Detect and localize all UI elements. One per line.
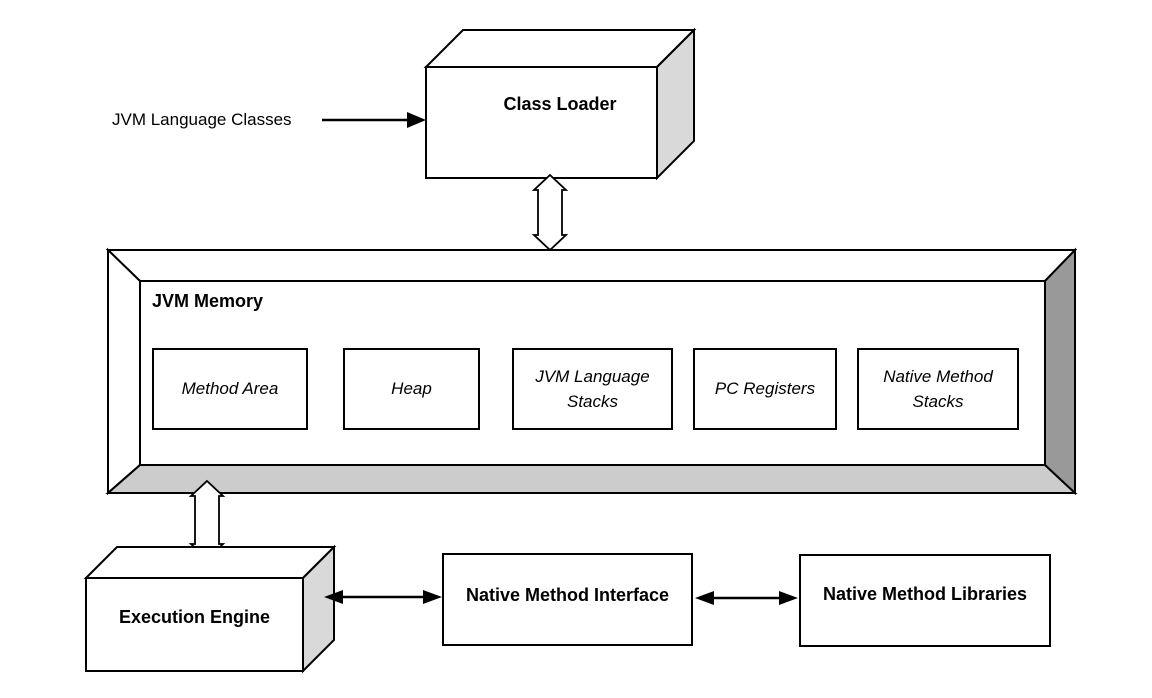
jvm-memory-left-face [107, 247, 141, 496]
native-method-stacks-label: Native Method Stacks [883, 366, 993, 412]
class-loader-box [423, 27, 697, 181]
jvm-language-stacks-label: JVM Language Stacks [535, 366, 650, 412]
loader-memory-double-block-arrow-icon [531, 173, 569, 252]
native-method-libraries-box: Native Method Libraries [799, 554, 1051, 647]
method-area-label: Method Area [181, 379, 279, 399]
jvm-memory-right-face [1044, 247, 1076, 496]
heap-label: Heap [391, 379, 432, 399]
native-method-stacks-box: Native Method Stacks [857, 348, 1019, 430]
execution-engine-top-face [83, 546, 337, 579]
native-method-libraries-label: Native Method Libraries [822, 584, 1028, 604]
class-loader-top-face [423, 29, 697, 68]
jvm-memory-label: JVM Memory [152, 291, 264, 312]
jvm-memory-bottom-face [105, 464, 1078, 494]
class-loader-front-face [425, 66, 658, 179]
native-method-interface-label: Native Method Interface [465, 585, 670, 605]
right-arrow-icon [322, 112, 426, 128]
class-loader-label: Class Loader [503, 93, 617, 114]
method-area-box: Method Area [152, 348, 308, 430]
execution-engine-box [83, 544, 337, 674]
native-method-interface-box: Native Method Interface [442, 553, 693, 646]
execution-engine-front-face [85, 577, 304, 672]
pc-registers-box: PC Registers [693, 348, 837, 430]
jvm-language-classes-label: JVM Language Classes [112, 109, 292, 129]
interface-libraries-double-arrow-icon [695, 591, 798, 605]
jvm-language-stacks-box: JVM Language Stacks [512, 348, 673, 430]
pc-registers-label: PC Registers [714, 379, 816, 399]
heap-box: Heap [343, 348, 480, 430]
engine-interface-double-arrow-icon [324, 590, 442, 604]
execution-engine-label: Execution Engine [118, 607, 271, 628]
jvm-memory-top-face [105, 249, 1078, 282]
